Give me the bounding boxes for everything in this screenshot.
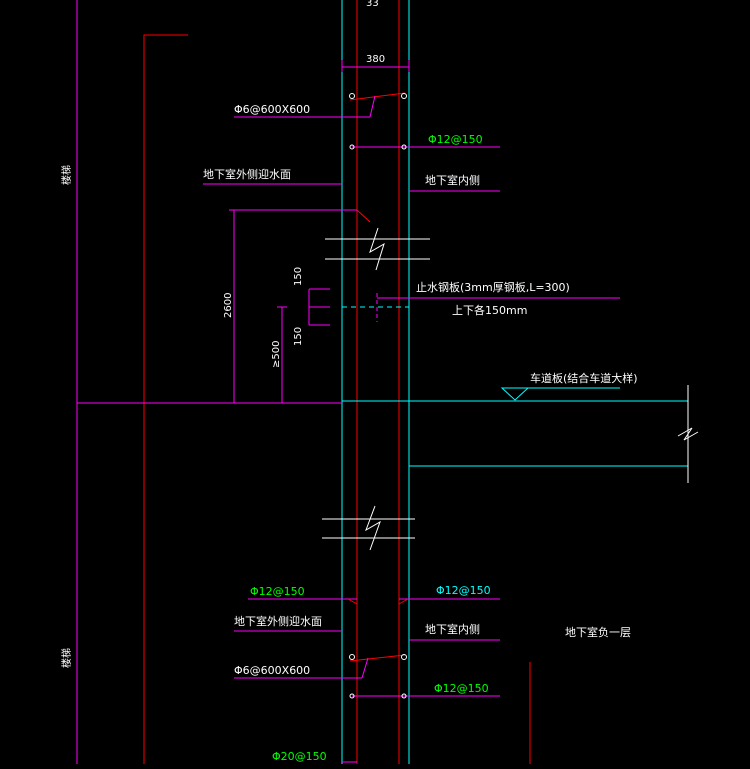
waterstop-note: 上下各150mm (452, 303, 527, 317)
rebar-top-right-label: Φ12@150 (428, 133, 483, 146)
slab-note-label: 车道板(结合车道大样) (530, 371, 638, 385)
outside-water-top-label: 地下室外侧迎水面 (203, 167, 291, 181)
wall-width-label: 380 (366, 54, 385, 65)
offset-500-label: ≥500 (271, 341, 282, 368)
top-tie-hook-right (401, 93, 407, 99)
top-tie-bar (349, 92, 406, 101)
half-upper-label: 150 (293, 267, 304, 286)
rebar-mid-right-hook (398, 598, 409, 605)
inside-bottom-label: 地下室内侧 (425, 622, 480, 636)
top-tie-hook-left (349, 93, 355, 99)
rebar-dot-a (349, 144, 355, 150)
rebar-mid-left-hook (347, 598, 358, 605)
half-lower-label: 150 (293, 327, 304, 346)
dim-2600-top-hook (356, 209, 371, 223)
bottom-tie-hook-left (349, 654, 355, 660)
rebar-dot-d (401, 693, 407, 699)
left-red-outline (143, 34, 188, 764)
break-lower-zigzag (365, 505, 381, 551)
break-upper-zigzag (369, 227, 385, 271)
slab-level-triangle (500, 387, 530, 401)
rebar-mid-right-label: Φ12@150 (436, 584, 491, 597)
slab-break-zigzag (677, 427, 699, 441)
bottom-tie-hook-right (401, 654, 407, 660)
stirrup-top-label: Φ6@600X600 (234, 103, 310, 116)
rebar-dot-c (349, 693, 355, 699)
waterstop-label: 止水钢板(3mm厚钢板,L=300) (416, 280, 570, 294)
side-mark-bottom: 楼梯 (60, 648, 73, 668)
side-mark-top: 楼梯 (60, 165, 73, 185)
bottom-tie-bar (349, 654, 406, 662)
top-tie-leader (369, 95, 376, 118)
rebar-dot-b (401, 144, 407, 150)
outside-water-bottom-label: 地下室外侧迎水面 (234, 614, 322, 628)
stirrup-bottom-label: Φ6@600X600 (234, 664, 310, 677)
bottom-tie-leader (361, 657, 369, 679)
rebar-mid-left-label: Φ12@150 (250, 585, 305, 598)
inside-top-label: 地下室内侧 (425, 173, 480, 187)
top-clipped-dim: 33 (366, 0, 379, 9)
rebar-low-right-label: Φ12@150 (434, 682, 489, 695)
rebar-bottom-label: Φ20@150 (272, 750, 327, 763)
height-2600-label: 2600 (223, 293, 234, 318)
basement-level-label: 地下室负一层 (565, 625, 631, 639)
